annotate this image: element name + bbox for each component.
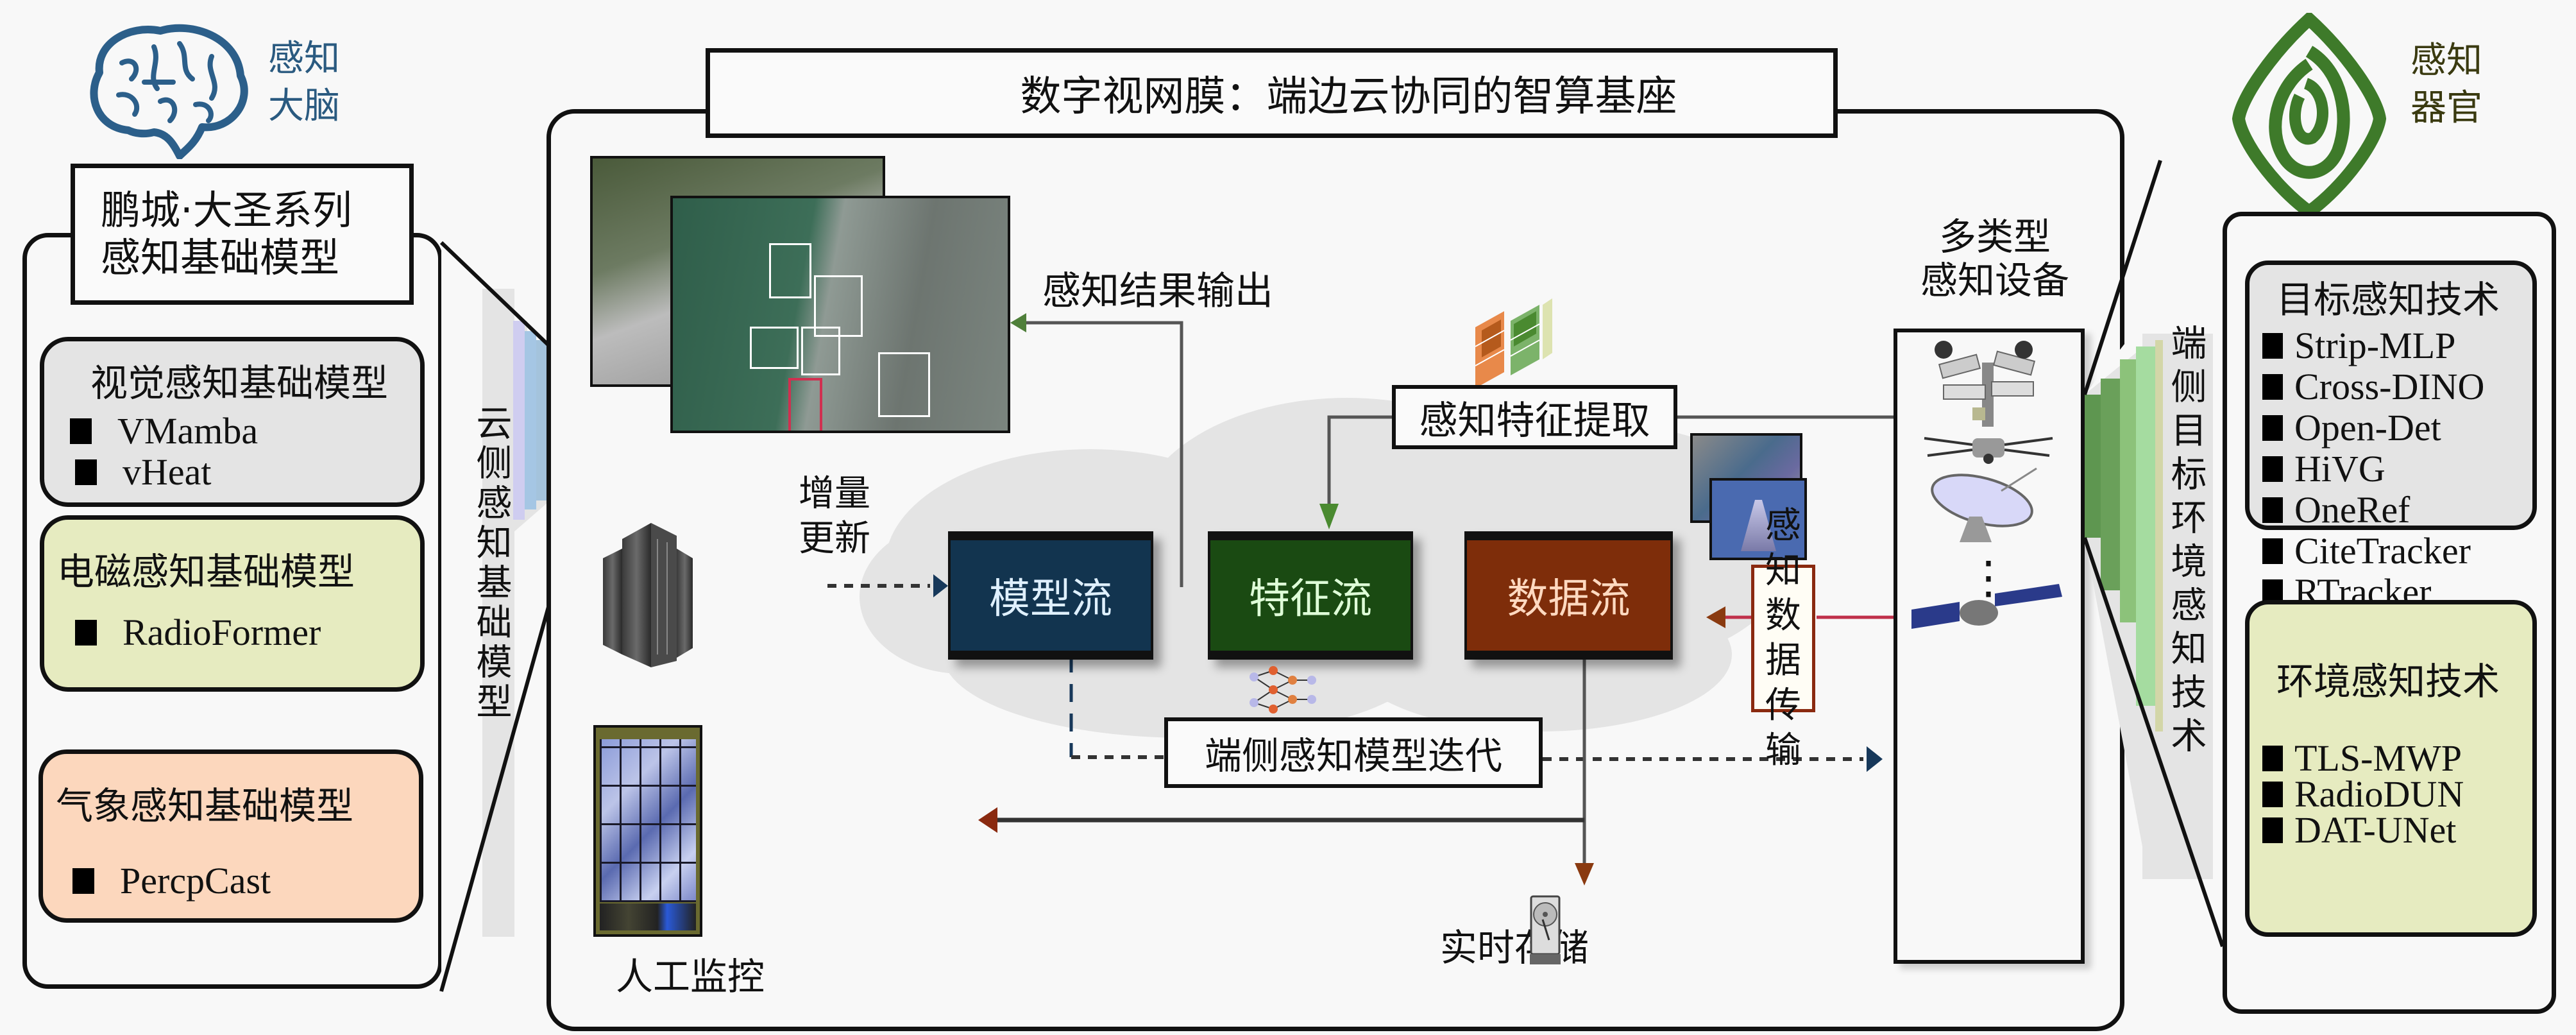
bullet-icon xyxy=(2262,782,2283,807)
method-name: Open-Det xyxy=(2294,407,2441,449)
bullet-icon xyxy=(2262,538,2283,564)
feature-extraction-label: 感知特征提取 xyxy=(1419,398,1650,443)
server-rack-icon xyxy=(597,513,706,674)
bullet-icon xyxy=(75,459,97,485)
satellite-dish-icon xyxy=(1931,465,2046,545)
environment-tech-group: 环境感知技术 TLS-MWP RadioDUN DAT-UNet xyxy=(2245,600,2537,937)
bullet-icon xyxy=(2262,817,2283,843)
bullet-icon xyxy=(70,418,92,444)
bullet-icon xyxy=(72,868,94,894)
perception-output-label: 感知结果输出 xyxy=(1042,269,1273,314)
model-flow-box[interactable]: 模型流 xyxy=(948,531,1153,660)
left-title-line2: 感知基础模型 xyxy=(101,234,340,281)
satellite-icon xyxy=(1911,584,2065,629)
method-name: TLS-MWP xyxy=(2294,737,2462,779)
incremental-update-line1: 增量 xyxy=(799,473,870,515)
list-item: PercpCast xyxy=(72,860,419,902)
weather-group-title: 气象感知基础模型 xyxy=(56,784,354,828)
model-flow-label: 模型流 xyxy=(989,576,1112,623)
data-transfer-line3: 传输 xyxy=(1765,685,1801,771)
method-name: HiVG xyxy=(2294,448,2385,490)
neural-network-icon xyxy=(1248,664,1318,715)
em-group-title: 电磁感知基础模型 xyxy=(57,550,355,594)
data-transfer-line2: 数据 xyxy=(1765,595,1801,681)
list-item: HiVG xyxy=(2262,449,2532,490)
brain-icon xyxy=(83,18,257,159)
data-transfer-box: 感知 数据 传输 xyxy=(1751,505,1815,771)
page-title-box: 数字视网膜：端边云协同的智算基座 xyxy=(706,48,1838,138)
list-item: TLS-MWP xyxy=(2262,737,2532,779)
left-panel-title: 鹏城·大圣系列 感知基础模型 xyxy=(71,164,414,305)
method-name: DAT-UNet xyxy=(2294,809,2457,851)
list-item: OneRef xyxy=(2262,490,2532,531)
feature-map-icon xyxy=(1475,289,1572,385)
method-name: CiteTracker xyxy=(2294,530,2471,572)
traffic-camera-image-front xyxy=(670,196,1010,433)
list-item: vHeat xyxy=(75,452,420,493)
surveillance-camera-icon xyxy=(1928,337,2049,427)
bullet-icon xyxy=(2262,456,2283,482)
right-funnel-label: 端侧目标环境感知技术 xyxy=(2165,324,2207,760)
realtime-storage-label: 实时存储 xyxy=(1440,926,1589,970)
list-item: CiteTracker xyxy=(2262,531,2532,572)
weather-models-group: 气象感知基础模型 PercpCast xyxy=(38,749,423,923)
model-name: RadioFormer xyxy=(123,612,321,653)
eye-icon xyxy=(2229,13,2389,212)
edge-model-iteration-label: 端侧感知模型迭代 xyxy=(1204,734,1502,778)
method-name: Cross-DINO xyxy=(2294,366,2485,407)
page-title: 数字视网膜：端边云协同的智算基座 xyxy=(1020,73,1677,121)
model-name: VMamba xyxy=(117,410,258,452)
em-models-group: 电磁感知基础模型 RadioFormer xyxy=(40,515,425,692)
bullet-icon xyxy=(2262,497,2283,523)
method-name: Strip-MLP xyxy=(2294,325,2456,366)
method-name: RadioDUN xyxy=(2294,773,2464,815)
feature-extraction-box: 感知特征提取 xyxy=(1392,385,1677,449)
bullet-icon xyxy=(2262,415,2283,441)
brain-label-line2: 大脑 xyxy=(268,85,340,127)
list-item: RadioDUN xyxy=(2262,773,2532,815)
eye-label-line1: 感知 xyxy=(2411,40,2482,81)
list-item: VMamba xyxy=(70,411,420,452)
target-group-title: 目标感知技术 xyxy=(2276,278,2500,321)
method-name: OneRef xyxy=(2294,489,2411,531)
manual-monitoring-label: 人工监控 xyxy=(616,955,765,998)
devices-panel xyxy=(1894,329,2085,964)
list-item: Open-Det xyxy=(2262,407,2532,449)
devices-title-line1: 多类型 xyxy=(1938,215,2051,259)
left-funnel-label: 云侧感知基础模型 xyxy=(470,404,512,723)
hard-drive-icon xyxy=(1530,895,1562,966)
data-flow-label: 数据流 xyxy=(1507,576,1631,623)
feature-flow-box[interactable]: 特征流 xyxy=(1208,531,1413,660)
list-item: Cross-DINO xyxy=(2262,366,2532,407)
video-wall-image xyxy=(593,725,702,937)
vision-group-title: 视觉感知基础模型 xyxy=(90,361,389,405)
feature-flow-label: 特征流 xyxy=(1249,576,1372,623)
model-name: PercpCast xyxy=(120,860,271,902)
target-tech-group: 目标感知技术 Strip-MLP Cross-DINO Open-Det HiV… xyxy=(2245,261,2537,613)
bullet-icon xyxy=(75,620,97,646)
list-item: RadioFormer xyxy=(75,612,420,653)
data-transfer-line1: 感知 xyxy=(1765,505,1801,592)
devices-title-line2: 感知设备 xyxy=(1920,259,2069,302)
list-item: DAT-UNet xyxy=(2262,809,2532,851)
edge-model-iteration-box: 端侧感知模型迭代 xyxy=(1164,717,1543,788)
model-name: vHeat xyxy=(123,451,212,493)
vision-models-group: 视觉感知基础模型 VMamba vHeat xyxy=(40,337,425,507)
brain-label-line1: 感知 xyxy=(268,38,340,80)
left-title-line1: 鹏城·大圣系列 xyxy=(101,187,352,234)
bullet-icon xyxy=(2262,746,2283,771)
environment-group-title: 环境感知技术 xyxy=(2276,660,2500,703)
eye-label-line2: 器官 xyxy=(2411,87,2482,129)
list-item: Strip-MLP xyxy=(2262,325,2532,366)
incremental-update-line2: 更新 xyxy=(799,518,870,560)
drone-icon xyxy=(1911,427,2065,465)
bullet-icon xyxy=(2262,374,2283,400)
ship-image-front xyxy=(1709,478,1807,560)
bullet-icon xyxy=(2262,333,2283,359)
data-flow-box[interactable]: 数据流 xyxy=(1464,531,1673,660)
